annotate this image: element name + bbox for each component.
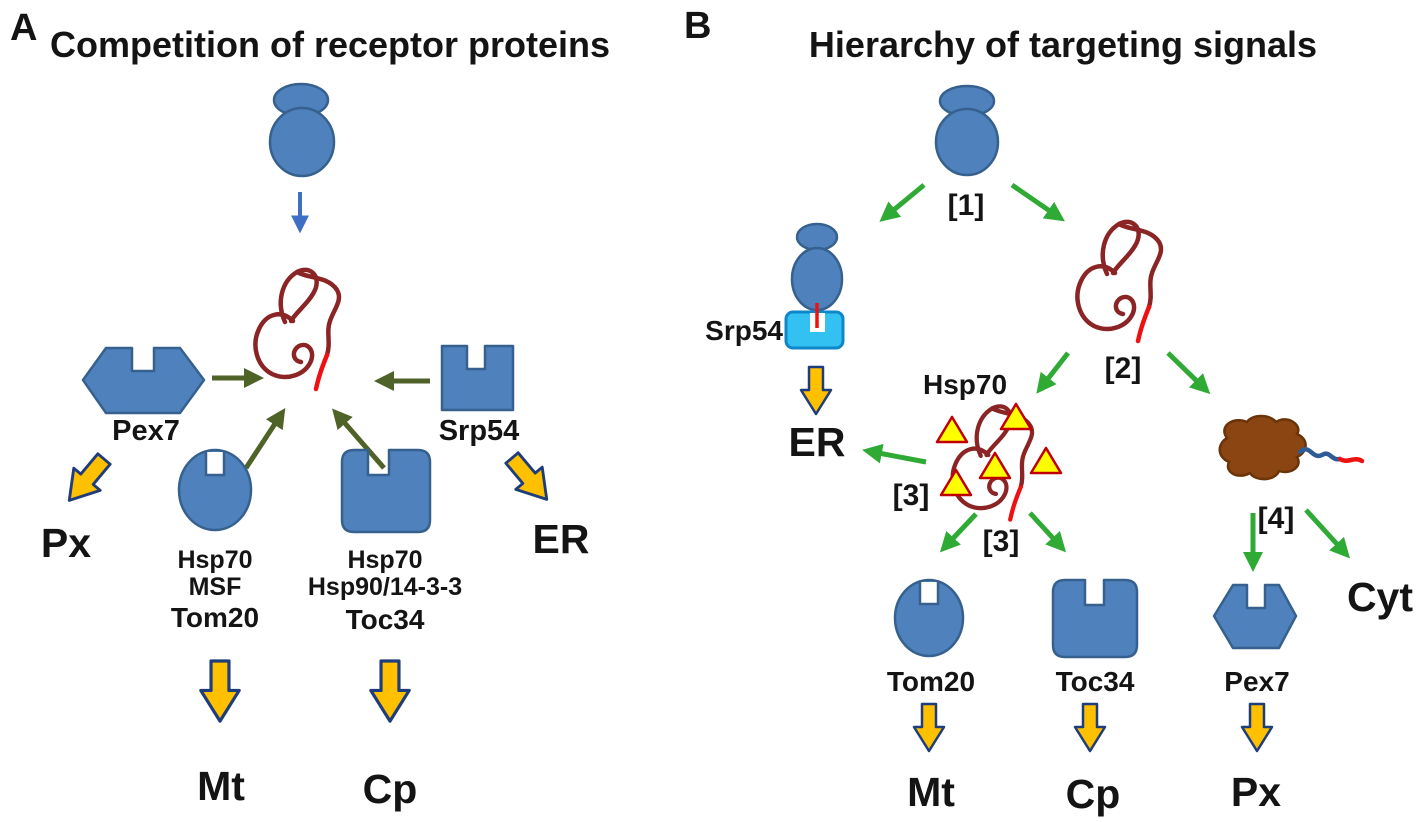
competition-arrow-tom20 bbox=[243, 407, 286, 470]
panel-a-letter: A bbox=[10, 7, 37, 49]
hsp70-triangle-icons bbox=[935, 402, 1063, 497]
pex7-receptor-icon-a bbox=[81, 346, 206, 415]
step-label-4: [4] bbox=[1258, 502, 1295, 535]
target-arrow-cp-a bbox=[369, 659, 411, 723]
step-label-2: [2] bbox=[1105, 352, 1142, 385]
er-redirect-arrow bbox=[862, 443, 927, 465]
panel-b-letter: B bbox=[684, 5, 711, 47]
label-er-b: ER bbox=[789, 419, 846, 465]
label-er-a: ER bbox=[533, 516, 590, 562]
tom20-receptor-icon-a bbox=[177, 448, 253, 532]
target-arrow-er-b bbox=[799, 365, 833, 416]
label-cp-b: Cp bbox=[1066, 771, 1121, 817]
label-tom20-b: Tom20 bbox=[887, 666, 975, 697]
label-srp54-b: Srp54 bbox=[705, 315, 783, 346]
target-arrow-px-b bbox=[1240, 702, 1274, 753]
branch-arrow-4-right bbox=[1304, 508, 1351, 559]
label-mt-b: Mt bbox=[907, 769, 955, 815]
label-tom20-stack-2: MSF bbox=[189, 573, 242, 601]
label-tom20-stack-1: Hsp70 bbox=[177, 546, 252, 574]
ribosome-icon-b bbox=[934, 84, 1000, 177]
target-arrow-er-a bbox=[497, 445, 562, 512]
label-pex7-a: Pex7 bbox=[112, 415, 180, 447]
srp54-bound-ribosome-icon bbox=[790, 222, 844, 312]
toc34-receptor-icon-b bbox=[1051, 578, 1139, 659]
label-pex7-b: Pex7 bbox=[1224, 666, 1289, 697]
ribosome-icon-a bbox=[268, 82, 336, 178]
target-arrow-mt-b bbox=[912, 702, 946, 753]
tom20-receptor-icon-b bbox=[893, 578, 965, 658]
label-toc34-stack-3: Toc34 bbox=[346, 604, 425, 635]
label-cyt: Cyt bbox=[1347, 574, 1413, 620]
target-arrow-px-a bbox=[54, 446, 119, 513]
unfolded-protein-icon-b bbox=[1077, 222, 1161, 341]
target-arrow-mt-a bbox=[199, 659, 241, 723]
target-arrow-cp-b bbox=[1073, 702, 1107, 753]
panel-a-title: Competition of receptor proteins bbox=[50, 24, 610, 65]
branch-arrow-2-right bbox=[1166, 351, 1211, 395]
branch-arrow-1-right bbox=[1010, 182, 1065, 222]
label-px-b: Px bbox=[1231, 769, 1281, 815]
branch-arrow-1-left bbox=[879, 183, 926, 222]
branch-arrow-2-left bbox=[1036, 351, 1070, 394]
srp54-receptor-icon-a bbox=[440, 344, 515, 412]
step-label-3-left: [3] bbox=[893, 479, 930, 512]
step-label-3-bottom: [3] bbox=[983, 525, 1020, 558]
panel-b-title: Hierarchy of targeting signals bbox=[809, 24, 1317, 65]
toc34-receptor-icon-a bbox=[340, 448, 432, 534]
label-cp-a: Cp bbox=[363, 766, 418, 812]
label-mt-a: Mt bbox=[197, 763, 245, 809]
label-toc34-stack-2: Hsp90/14-3-3 bbox=[308, 573, 462, 601]
label-srp54-a: Srp54 bbox=[439, 415, 520, 447]
branch-arrow-3-right bbox=[1028, 511, 1067, 553]
nascent-protein-icon-a bbox=[255, 270, 339, 389]
label-tom20-stack-3: Tom20 bbox=[171, 602, 259, 633]
step-label-1: [1] bbox=[948, 189, 985, 222]
branch-arrow-3-left bbox=[939, 512, 978, 553]
label-px-a: Px bbox=[41, 520, 91, 566]
label-toc34-stack-1: Hsp70 bbox=[347, 546, 422, 574]
label-hsp70-b: Hsp70 bbox=[923, 369, 1007, 400]
label-toc34-b: Toc34 bbox=[1056, 666, 1135, 697]
pex7-receptor-icon-b bbox=[1212, 583, 1298, 650]
folded-protein-icon bbox=[1218, 414, 1365, 481]
competition-arrow-toc34 bbox=[332, 408, 386, 470]
